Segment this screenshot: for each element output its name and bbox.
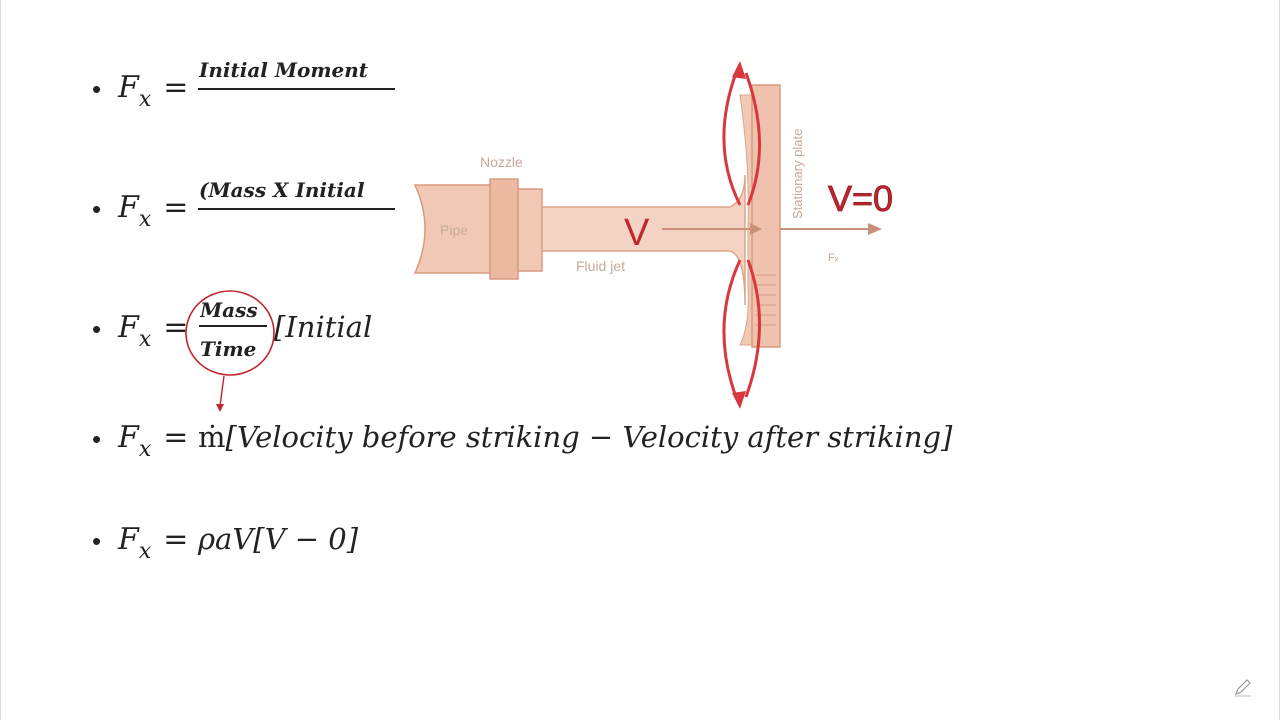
bullet: • xyxy=(92,314,102,344)
equation-rhs: [Initial xyxy=(274,310,373,344)
equation-rhs: ṁ[Velocity before striking − Velocity af… xyxy=(198,420,952,454)
fraction-numerator: (Mass X Initial xyxy=(199,178,365,202)
bullet: • xyxy=(92,526,102,556)
stationary-plate xyxy=(751,84,781,348)
force-label: Fₓ xyxy=(828,252,839,264)
deflected-flow xyxy=(739,94,753,346)
nozzle-label: Nozzle xyxy=(480,154,523,170)
equation-lhs: Fx= xyxy=(118,522,189,564)
velocity-label: V xyxy=(624,212,650,254)
annotation-circle xyxy=(185,290,275,412)
bullet: • xyxy=(92,424,102,454)
velocity-difference: [Velocity before striking − Velocity aft… xyxy=(225,420,953,454)
fraction-bar xyxy=(199,325,267,327)
deflection-arrow-up-right xyxy=(744,72,761,206)
final-velocity-label: V=0 xyxy=(828,178,893,219)
pipe-shape xyxy=(413,184,493,274)
fraction-denominator: Time xyxy=(200,337,257,361)
plate-label: Stationary plate xyxy=(790,129,805,219)
slide-left-border xyxy=(0,0,1,720)
fluid-jet xyxy=(541,174,746,306)
deflection-arrow-down-right xyxy=(744,259,761,398)
jet-impact-diagram: Nozzle Pipe Fluid jet Stationary plate V… xyxy=(413,61,893,409)
bullet: • xyxy=(92,74,102,104)
pipe-label: Pipe xyxy=(440,222,468,238)
equation-lhs: Fx= xyxy=(118,190,189,232)
nozzle-body xyxy=(517,188,543,272)
fluid-jet-label: Fluid jet xyxy=(576,258,625,274)
bullet: • xyxy=(92,194,102,224)
equation-lhs: Fx= xyxy=(118,70,189,112)
pen-icon[interactable] xyxy=(1232,676,1254,698)
deflection-arrow-up-left xyxy=(722,72,742,206)
mass-flow-symbol: ṁ xyxy=(198,420,226,454)
fraction-bar xyxy=(198,208,395,210)
equation-lhs: Fx= xyxy=(118,310,189,352)
fraction-numerator: Initial Moment xyxy=(199,58,368,82)
equation-lhs: Fx= xyxy=(118,420,189,462)
equation-rhs: ρaV[V − 0] xyxy=(198,522,359,556)
fraction-bar xyxy=(198,88,395,90)
nozzle-flange xyxy=(489,178,519,280)
fraction-numerator: Mass xyxy=(200,298,258,322)
deflection-arrow-down-left xyxy=(722,259,742,398)
